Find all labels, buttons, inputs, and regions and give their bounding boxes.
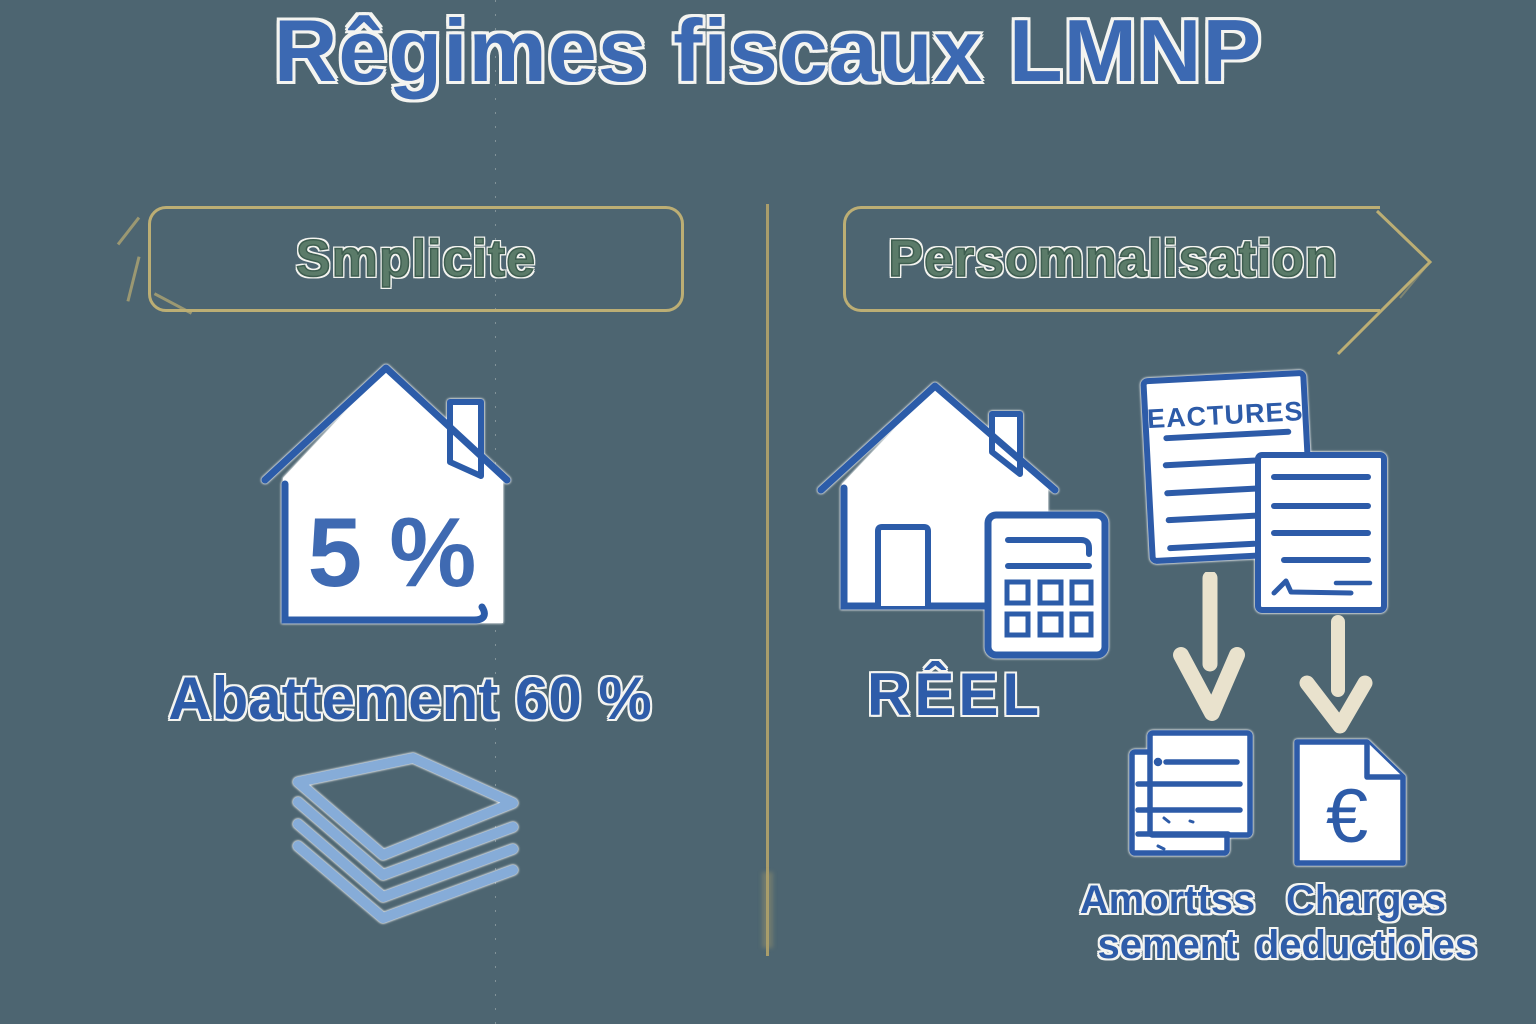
charges-label-line2: deductioies: [1254, 922, 1478, 967]
euro-symbol: €: [1326, 774, 1368, 859]
banner-personnalisation-label: Persomnalisation: [888, 229, 1338, 289]
down-arrows-icon: [1173, 572, 1373, 734]
ribbon-tail-mark: [116, 216, 141, 246]
amortissement-label-line1: Amorttss: [1079, 878, 1256, 922]
document-stack-icon: [1129, 730, 1253, 856]
banner-simplicite-label: Smplicite: [295, 229, 537, 289]
house-calculator-icon: [817, 382, 1109, 659]
layers-stack-icon: [293, 753, 518, 923]
house-icon: 5 %: [261, 364, 511, 624]
amortissement-label: Amorttss sement: [1050, 878, 1285, 968]
house-rate-value: 5 %: [308, 497, 477, 607]
page-title: Rêgimes fiscaux LMNP: [273, 1, 1263, 100]
charges-label: Charges deductioies: [1238, 878, 1494, 968]
column-divider: [766, 204, 769, 956]
euro-document-icon: €: [1294, 739, 1406, 866]
abattement-caption: Abattement 60 %: [168, 665, 652, 732]
charges-label-line1: Charges: [1285, 878, 1447, 922]
ribbon-tail-mark: [126, 256, 141, 302]
banner-personnalisation: Persomnalisation: [843, 206, 1380, 312]
invoice-documents-icon: EACTURES: [1140, 370, 1387, 613]
reel-caption: RÊEL: [866, 661, 1044, 728]
banner-arrow-tip-icon: [1336, 209, 1433, 356]
amortissement-label-line2: sement: [1097, 922, 1238, 967]
banner-simplicite: Smplicite: [148, 206, 684, 312]
result-documents-icon: €: [1129, 730, 1406, 866]
